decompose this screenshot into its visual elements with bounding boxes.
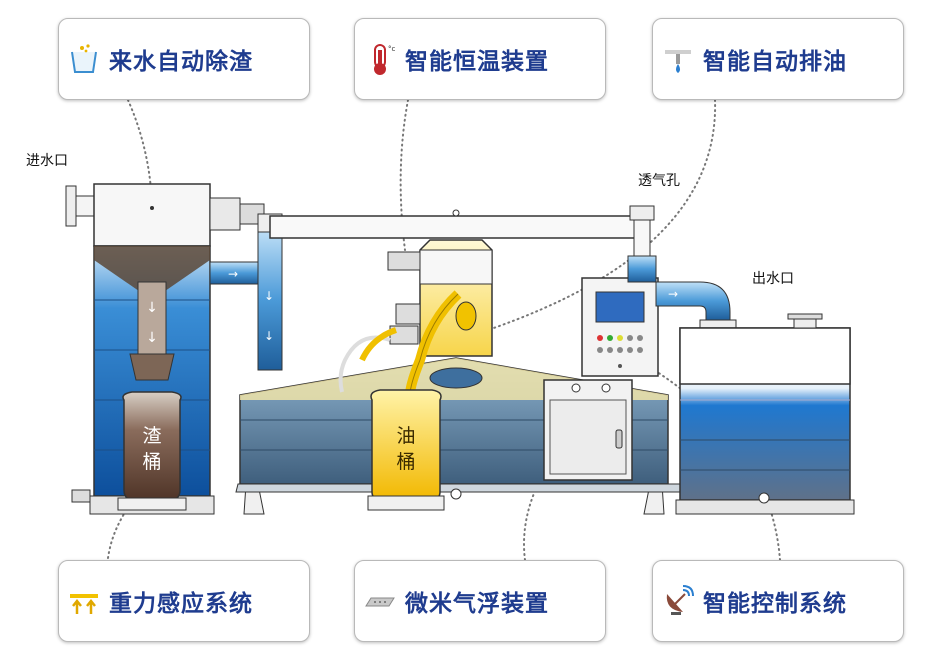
- control-cabinet: [581, 277, 659, 377]
- heater-oil-chamber: [338, 239, 493, 396]
- callout-label: 智能恒温装置: [405, 49, 549, 75]
- basket-icon: [71, 44, 97, 73]
- oil-bucket: [367, 389, 445, 511]
- callout-label: 重力感应系统: [109, 591, 253, 617]
- residue-bucket: [117, 391, 187, 511]
- svg-text:→: →: [668, 287, 678, 301]
- svg-text:↓: ↓: [146, 300, 158, 316]
- air-float-icon: [365, 597, 395, 607]
- residue-bucket-label-2: 桶: [142, 451, 161, 473]
- transfer-pipe: → ↓ ↓: [209, 209, 643, 371]
- air-float-cabinet: [543, 379, 633, 481]
- vent-label: 透气孔: [638, 173, 680, 189]
- callout-constant-temperature: °c 智能恒温装置: [354, 18, 606, 100]
- outlet-tank: [675, 313, 855, 515]
- callout-gravity-sensing: 重力感应系统: [58, 560, 310, 642]
- oil-bucket-label-2: 桶: [396, 451, 415, 473]
- callout-label: 微米气浮装置: [405, 591, 549, 617]
- callout-label: 智能自动排油: [703, 49, 847, 75]
- thermometer-icon: °c: [374, 44, 396, 75]
- satellite-dish-icon: [666, 585, 694, 615]
- gravity-icon: [70, 594, 98, 614]
- callout-auto-slag-removal: 来水自动除渣: [58, 18, 310, 100]
- callout-auto-oil-discharge: 智能自动排油: [652, 18, 904, 100]
- callout-label: 智能控制系统: [703, 591, 847, 617]
- oil-drip-icon: [665, 50, 691, 73]
- svg-text:→: →: [228, 267, 238, 281]
- inlet-label: 进水口: [26, 153, 68, 169]
- callout-micro-air-float: 微米气浮装置: [354, 560, 606, 642]
- outlet-label: 出水口: [752, 271, 794, 287]
- svg-text:↓: ↓: [264, 289, 274, 303]
- callout-label: 来水自动除渣: [109, 49, 253, 75]
- oil-bucket-label-1: 油: [396, 425, 415, 447]
- residue-bucket-label-1: 渣: [142, 425, 161, 447]
- vent-and-outlet-pipe: →: [627, 205, 737, 329]
- callout-intelligent-control: 智能控制系统: [652, 560, 904, 642]
- svg-text:°c: °c: [388, 45, 396, 53]
- svg-text:↓: ↓: [264, 329, 274, 343]
- svg-text:↓: ↓: [146, 330, 158, 346]
